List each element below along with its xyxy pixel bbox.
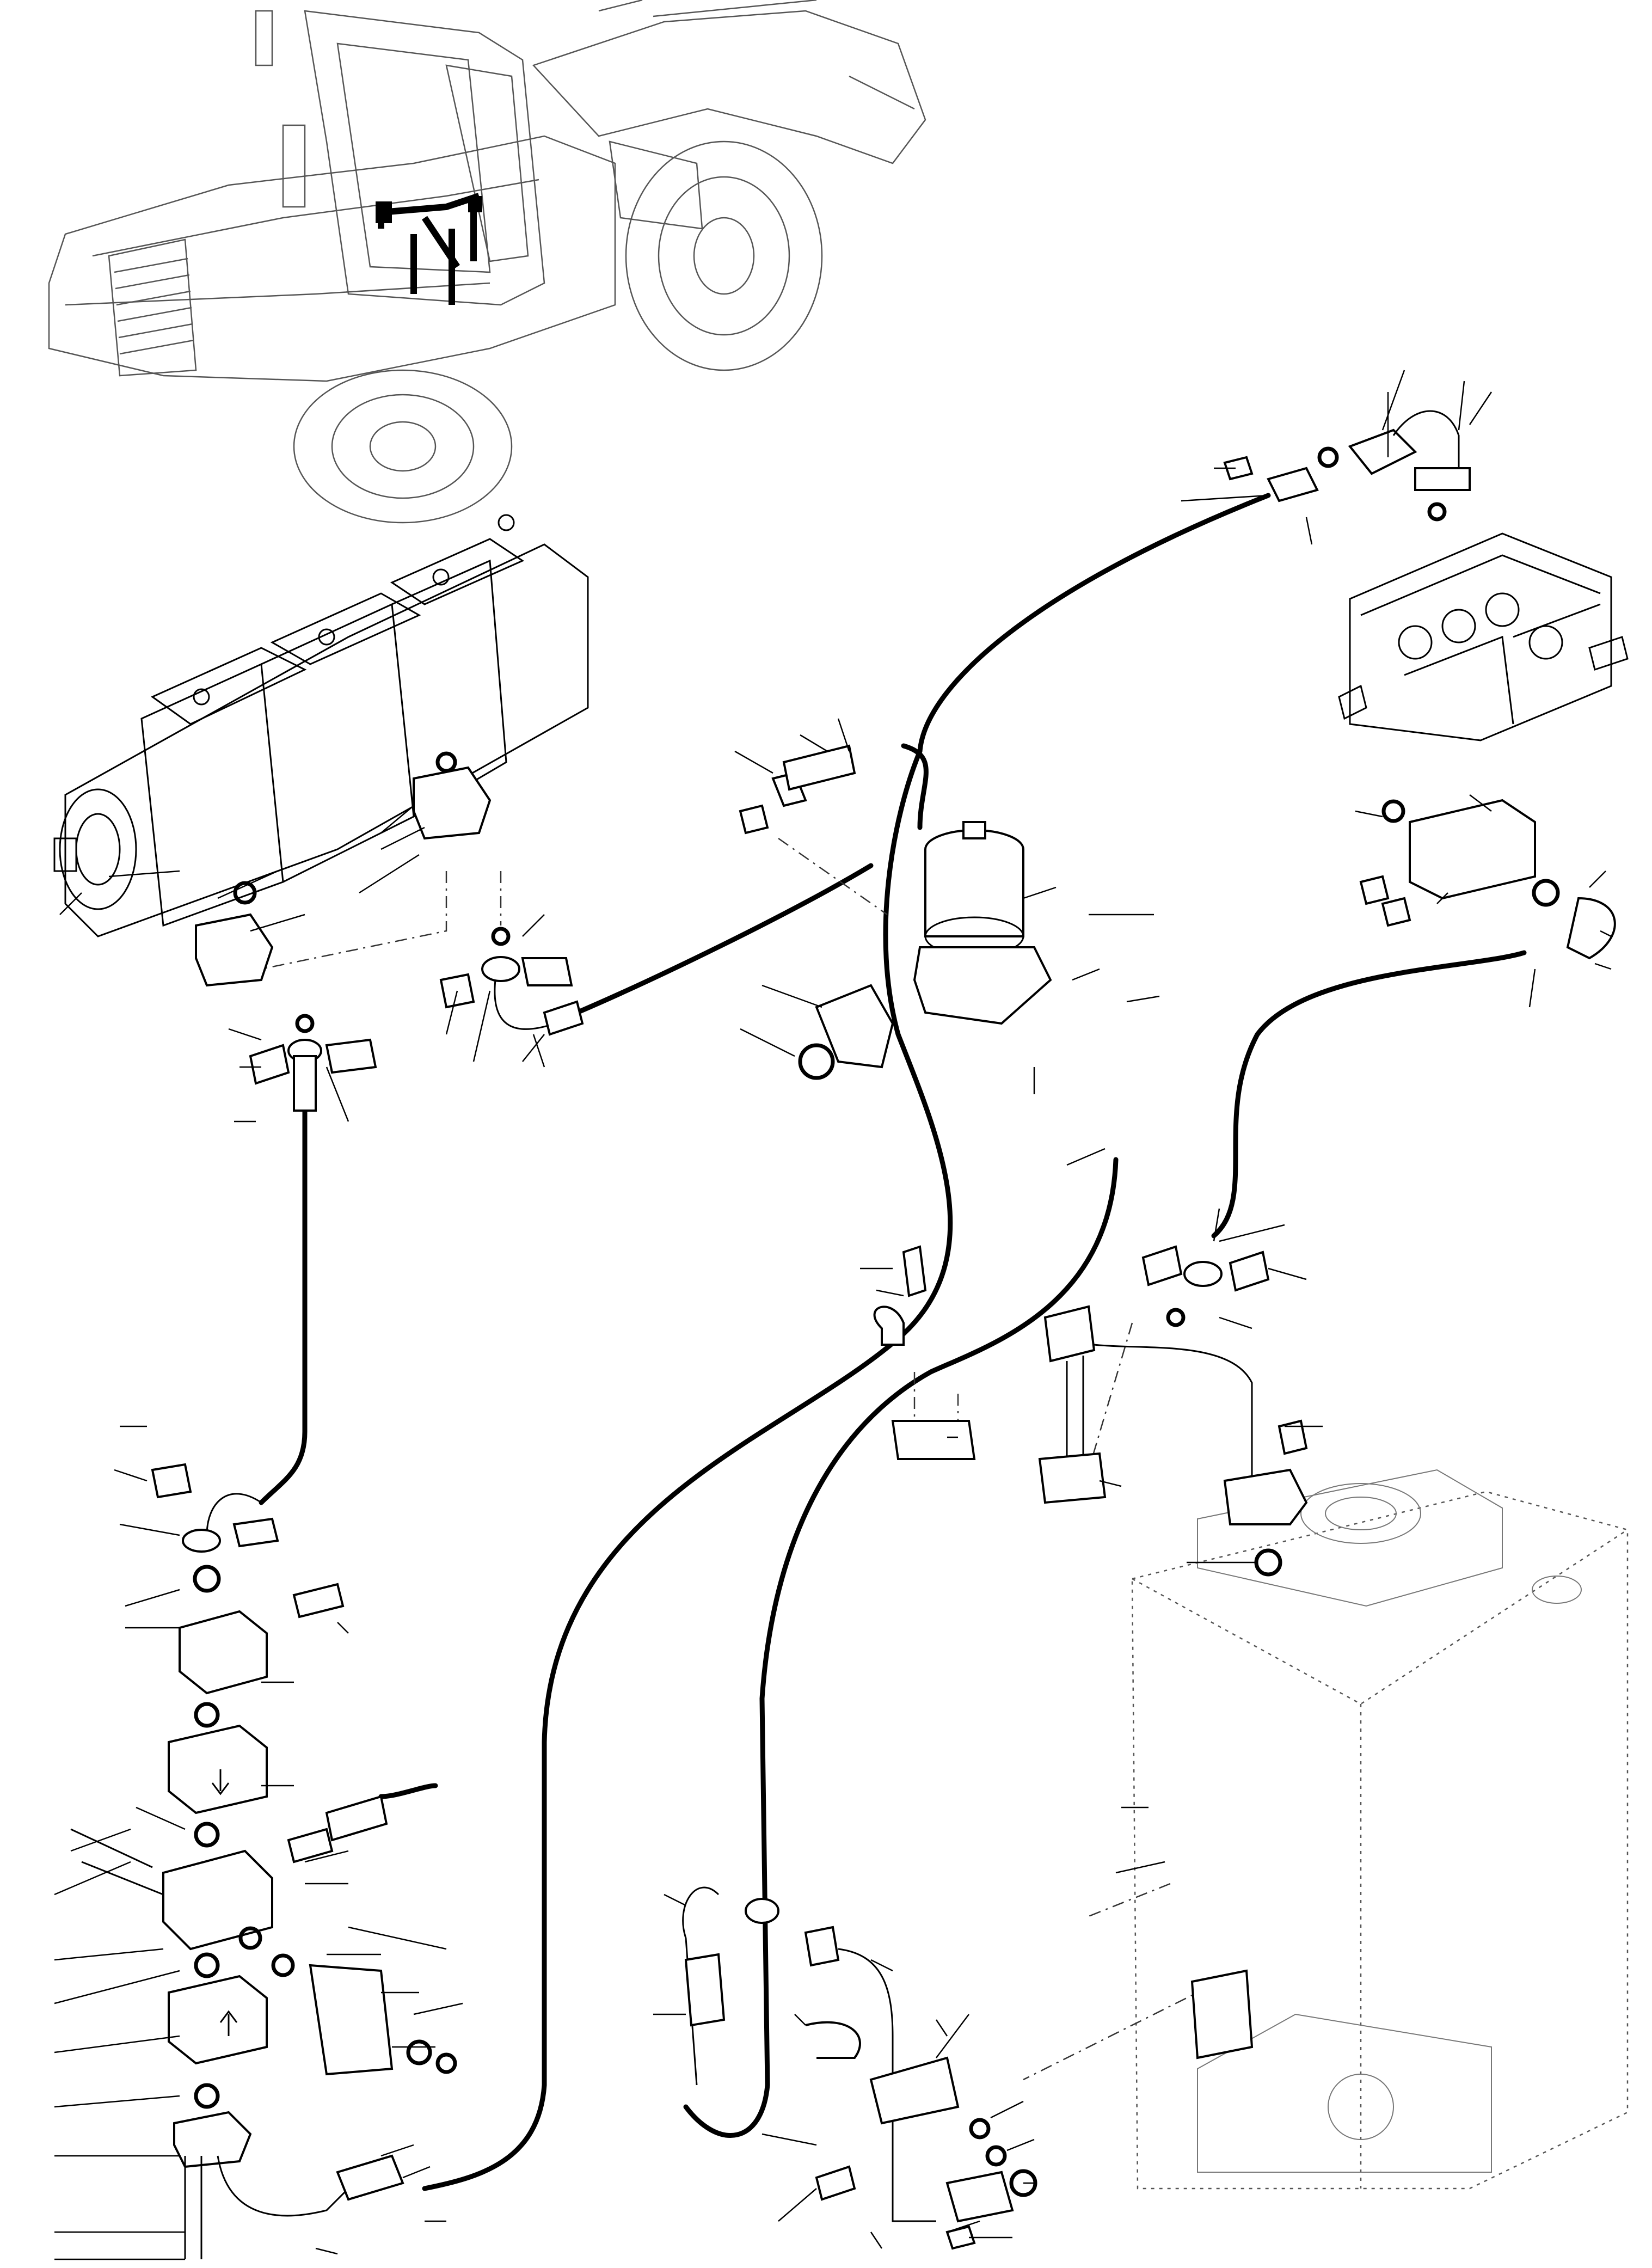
accumulator-icon bbox=[913, 821, 1052, 1025]
flow-arrow-icon bbox=[211, 1769, 230, 1795]
hydraulic-tank-icon bbox=[1131, 1469, 1629, 2190]
control-valve-icon bbox=[1338, 532, 1629, 741]
fittings-and-parts bbox=[70, 410, 1616, 2259]
loader-machine-icon bbox=[48, 0, 926, 524]
hose-lines bbox=[259, 493, 1527, 2191]
assembly-guide-lines bbox=[261, 837, 1209, 2081]
flow-arrow-icon bbox=[219, 2010, 238, 2036]
hydraulic-pump-icon bbox=[53, 514, 589, 937]
callout-leader-lines bbox=[54, 370, 1612, 2260]
